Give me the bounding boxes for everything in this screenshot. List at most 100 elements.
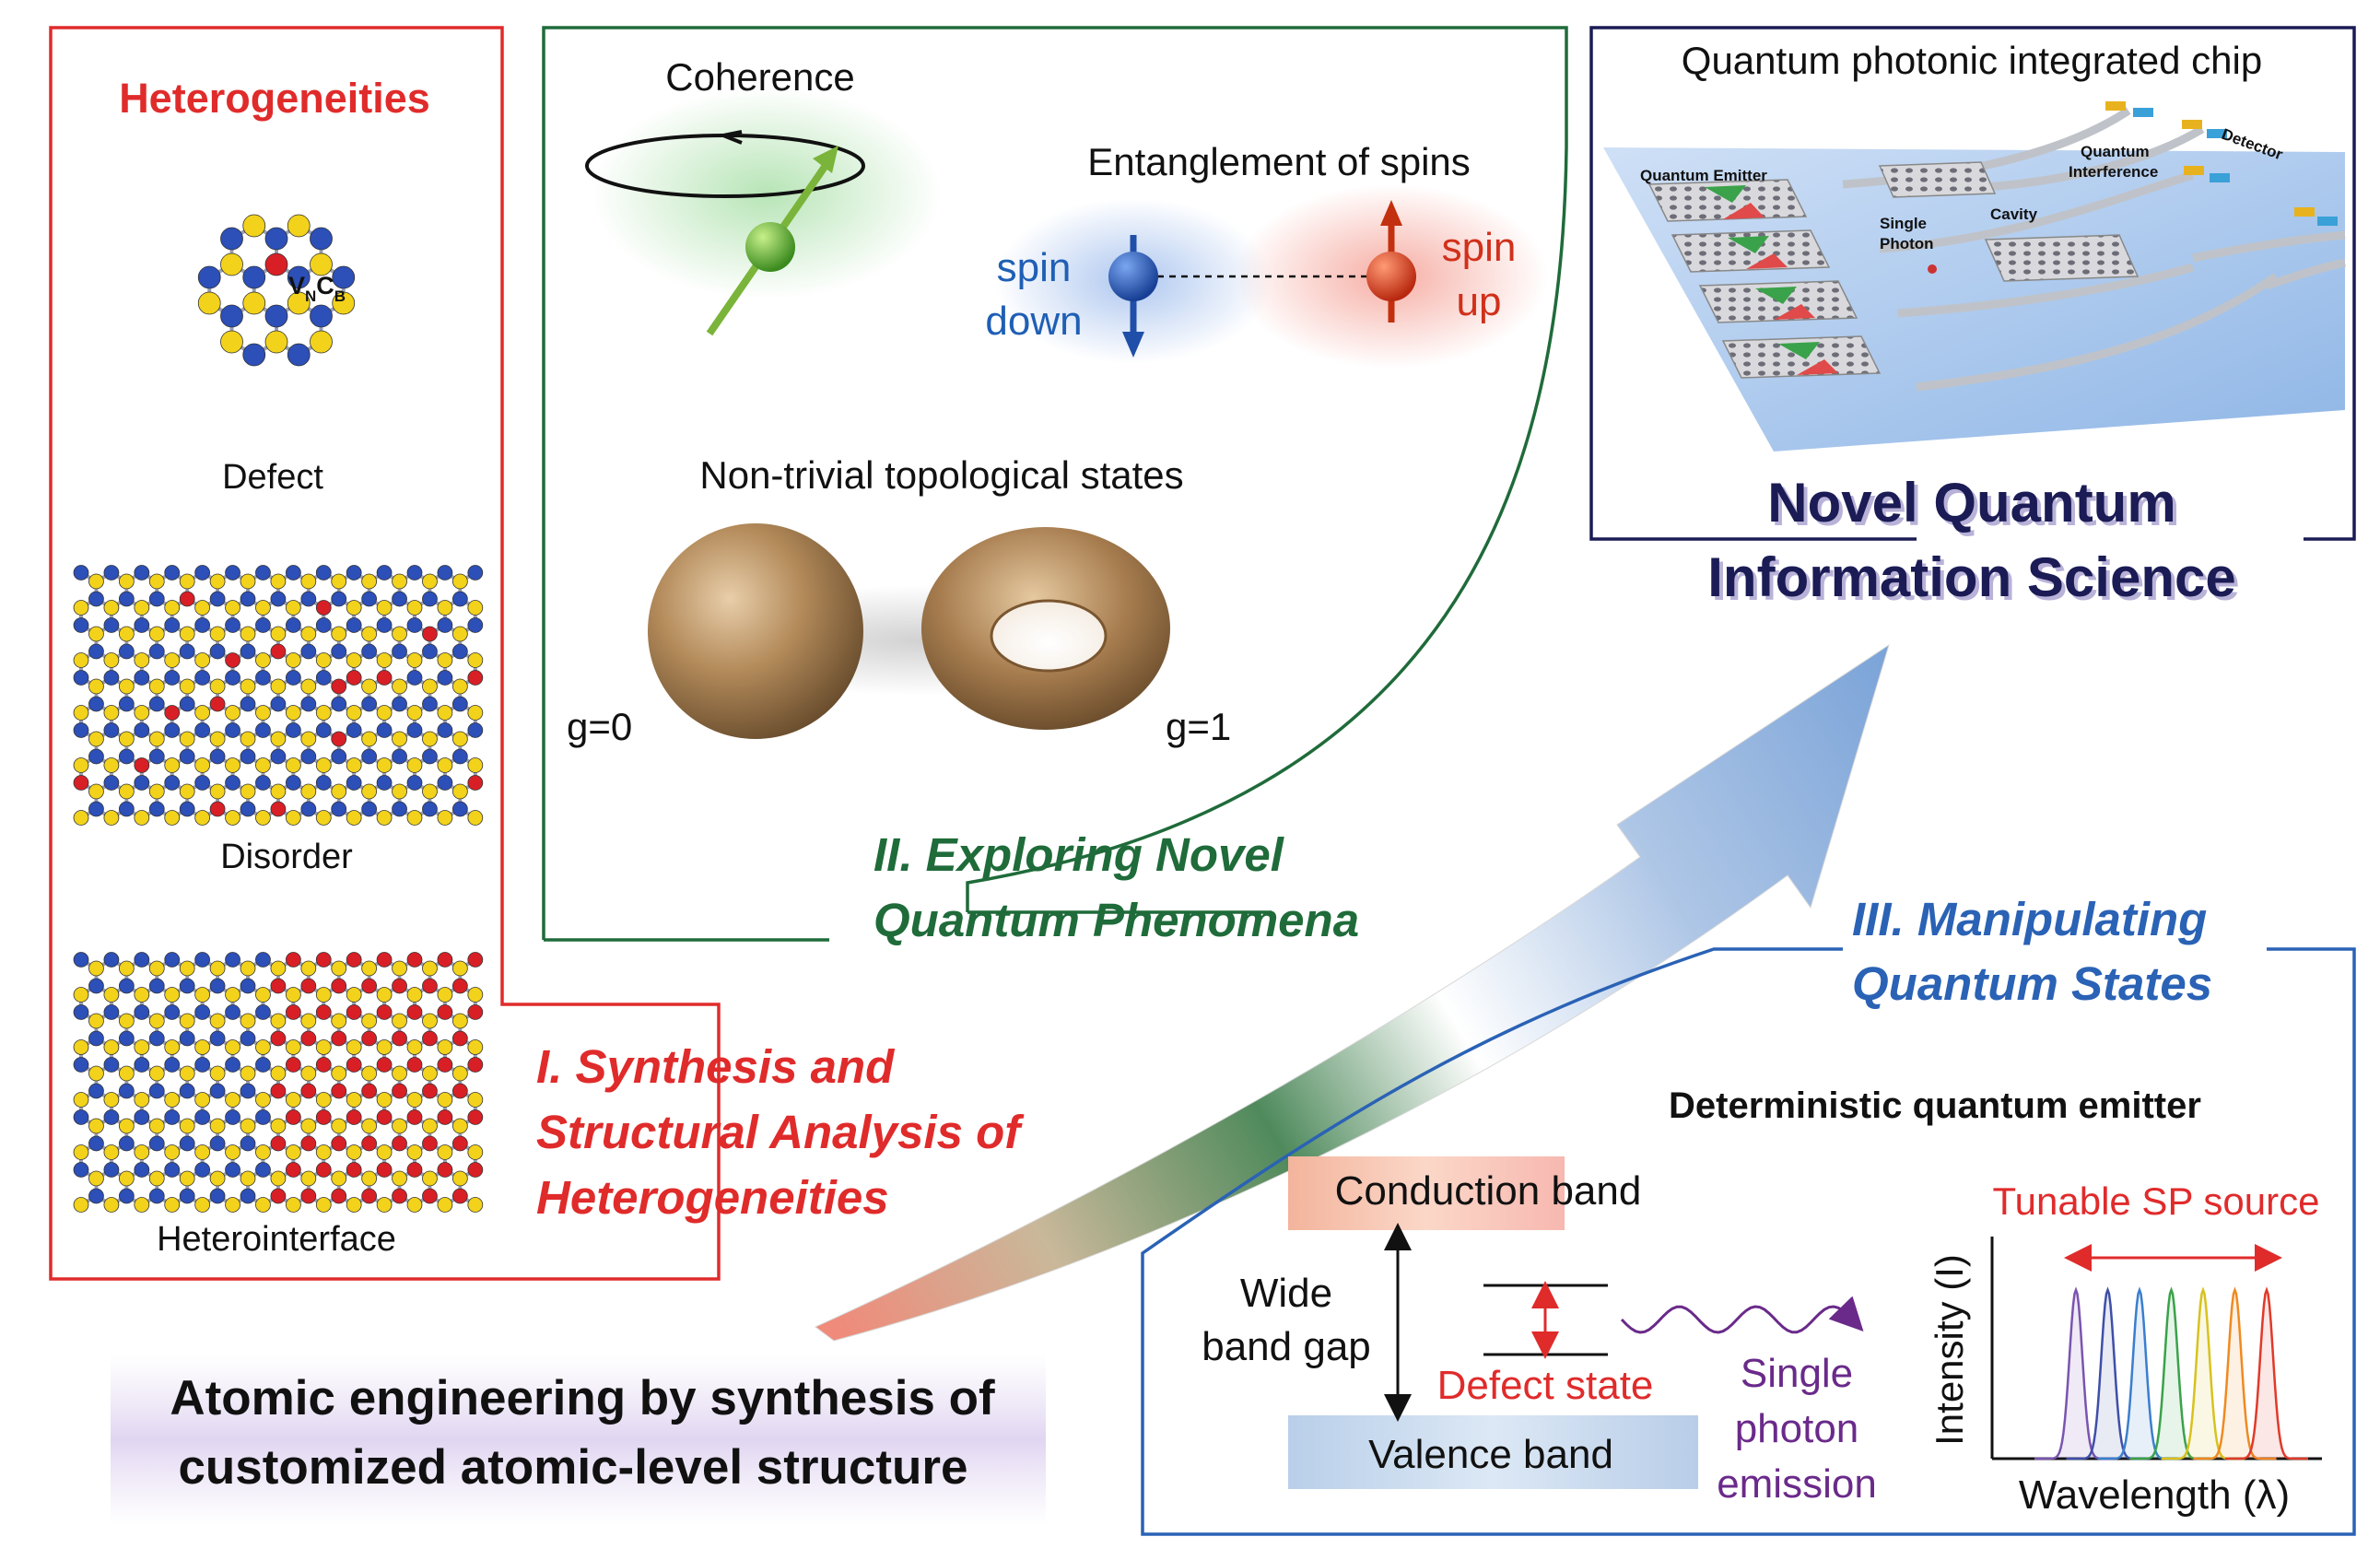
atom	[270, 1083, 287, 1099]
atom	[361, 1118, 378, 1134]
conduction-band	[1288, 1156, 1565, 1230]
atom	[437, 705, 453, 721]
atom	[209, 573, 226, 590]
atom	[134, 652, 150, 668]
atom	[179, 1013, 195, 1029]
atom	[88, 573, 104, 590]
heterogeneities-title: Heterogeneities	[119, 75, 430, 122]
atom	[118, 1170, 135, 1187]
atom	[392, 1030, 407, 1047]
atom	[285, 1109, 301, 1125]
atom	[422, 1118, 438, 1134]
genus-0-label: g=0	[567, 705, 632, 748]
atom	[179, 696, 195, 712]
atom	[134, 617, 150, 633]
panel-quantum-chip: Quantum photonic integrated chip	[1589, 26, 2356, 541]
atom	[451, 1170, 468, 1187]
atom	[437, 952, 453, 968]
svg-text:Information Science: Information Science	[1711, 550, 2239, 612]
atom	[264, 304, 288, 328]
atom	[240, 1030, 256, 1047]
atom	[209, 643, 226, 660]
atom	[179, 783, 195, 800]
atom	[103, 810, 120, 826]
atom	[392, 1118, 407, 1134]
atom	[331, 696, 347, 712]
atom	[255, 1057, 271, 1073]
atom	[270, 731, 287, 747]
atom	[346, 1039, 362, 1055]
atom	[315, 670, 332, 686]
atom	[270, 801, 287, 817]
atom	[73, 1162, 89, 1178]
atom	[225, 565, 240, 581]
atom	[376, 565, 393, 581]
atom	[209, 960, 226, 977]
atom	[88, 678, 104, 695]
atom	[467, 1057, 484, 1073]
atom	[164, 1109, 181, 1125]
atom	[255, 600, 271, 616]
atom	[331, 1118, 347, 1134]
atom	[437, 1197, 453, 1213]
atom	[346, 600, 362, 616]
atom	[361, 1170, 378, 1187]
atom	[422, 783, 438, 800]
atom	[148, 978, 165, 994]
atom	[406, 600, 423, 616]
atom	[300, 731, 317, 747]
atom	[467, 952, 484, 968]
atom	[225, 775, 240, 791]
spectrum-peak	[2193, 1286, 2277, 1460]
atom	[209, 1083, 226, 1099]
svg-text:Quantum Emitter: Quantum Emitter	[1640, 167, 1767, 184]
spin-up-label-1: spin	[1442, 225, 1517, 270]
atom	[240, 748, 256, 765]
atom	[73, 757, 89, 773]
atom	[437, 775, 453, 791]
atom	[255, 1162, 271, 1178]
spectrum-peak-fill	[2066, 1290, 2150, 1459]
atom	[270, 1118, 287, 1134]
atom	[209, 696, 226, 712]
atom	[164, 652, 181, 668]
atom	[331, 1170, 347, 1187]
spectrum-peak	[2225, 1286, 2308, 1460]
atom	[331, 678, 347, 695]
atom	[300, 1118, 317, 1134]
atom	[255, 1197, 271, 1213]
atom	[451, 978, 468, 994]
atom	[209, 626, 226, 642]
panel-emitter: Deterministic quantum emitter Conduction…	[1141, 947, 2356, 1536]
atom	[270, 960, 287, 977]
atom	[270, 696, 287, 712]
atom	[437, 810, 453, 826]
atom	[103, 1162, 120, 1178]
atom	[422, 960, 438, 977]
atom	[255, 722, 271, 738]
atom	[285, 952, 301, 968]
conduction-band-label: Conduction band	[1335, 1168, 1642, 1214]
atom	[315, 1057, 332, 1073]
atom	[255, 1109, 271, 1125]
atom	[437, 1162, 453, 1178]
atom	[406, 1039, 423, 1055]
atom	[134, 1162, 150, 1178]
atom	[194, 722, 211, 738]
atom	[467, 1004, 484, 1020]
atom	[134, 775, 150, 791]
atom	[209, 591, 226, 607]
atom	[392, 1013, 407, 1029]
atom	[300, 1083, 317, 1099]
atom	[118, 748, 135, 765]
atom	[164, 722, 181, 738]
atom	[300, 1135, 317, 1152]
spectrum-peak-fill	[2193, 1290, 2277, 1459]
atom	[285, 1197, 301, 1213]
svg-text:Photon: Photon	[1880, 235, 1934, 252]
atom	[392, 696, 407, 712]
atom	[103, 1144, 120, 1160]
atom	[270, 1030, 287, 1047]
atom	[437, 670, 453, 686]
atom	[467, 565, 484, 581]
